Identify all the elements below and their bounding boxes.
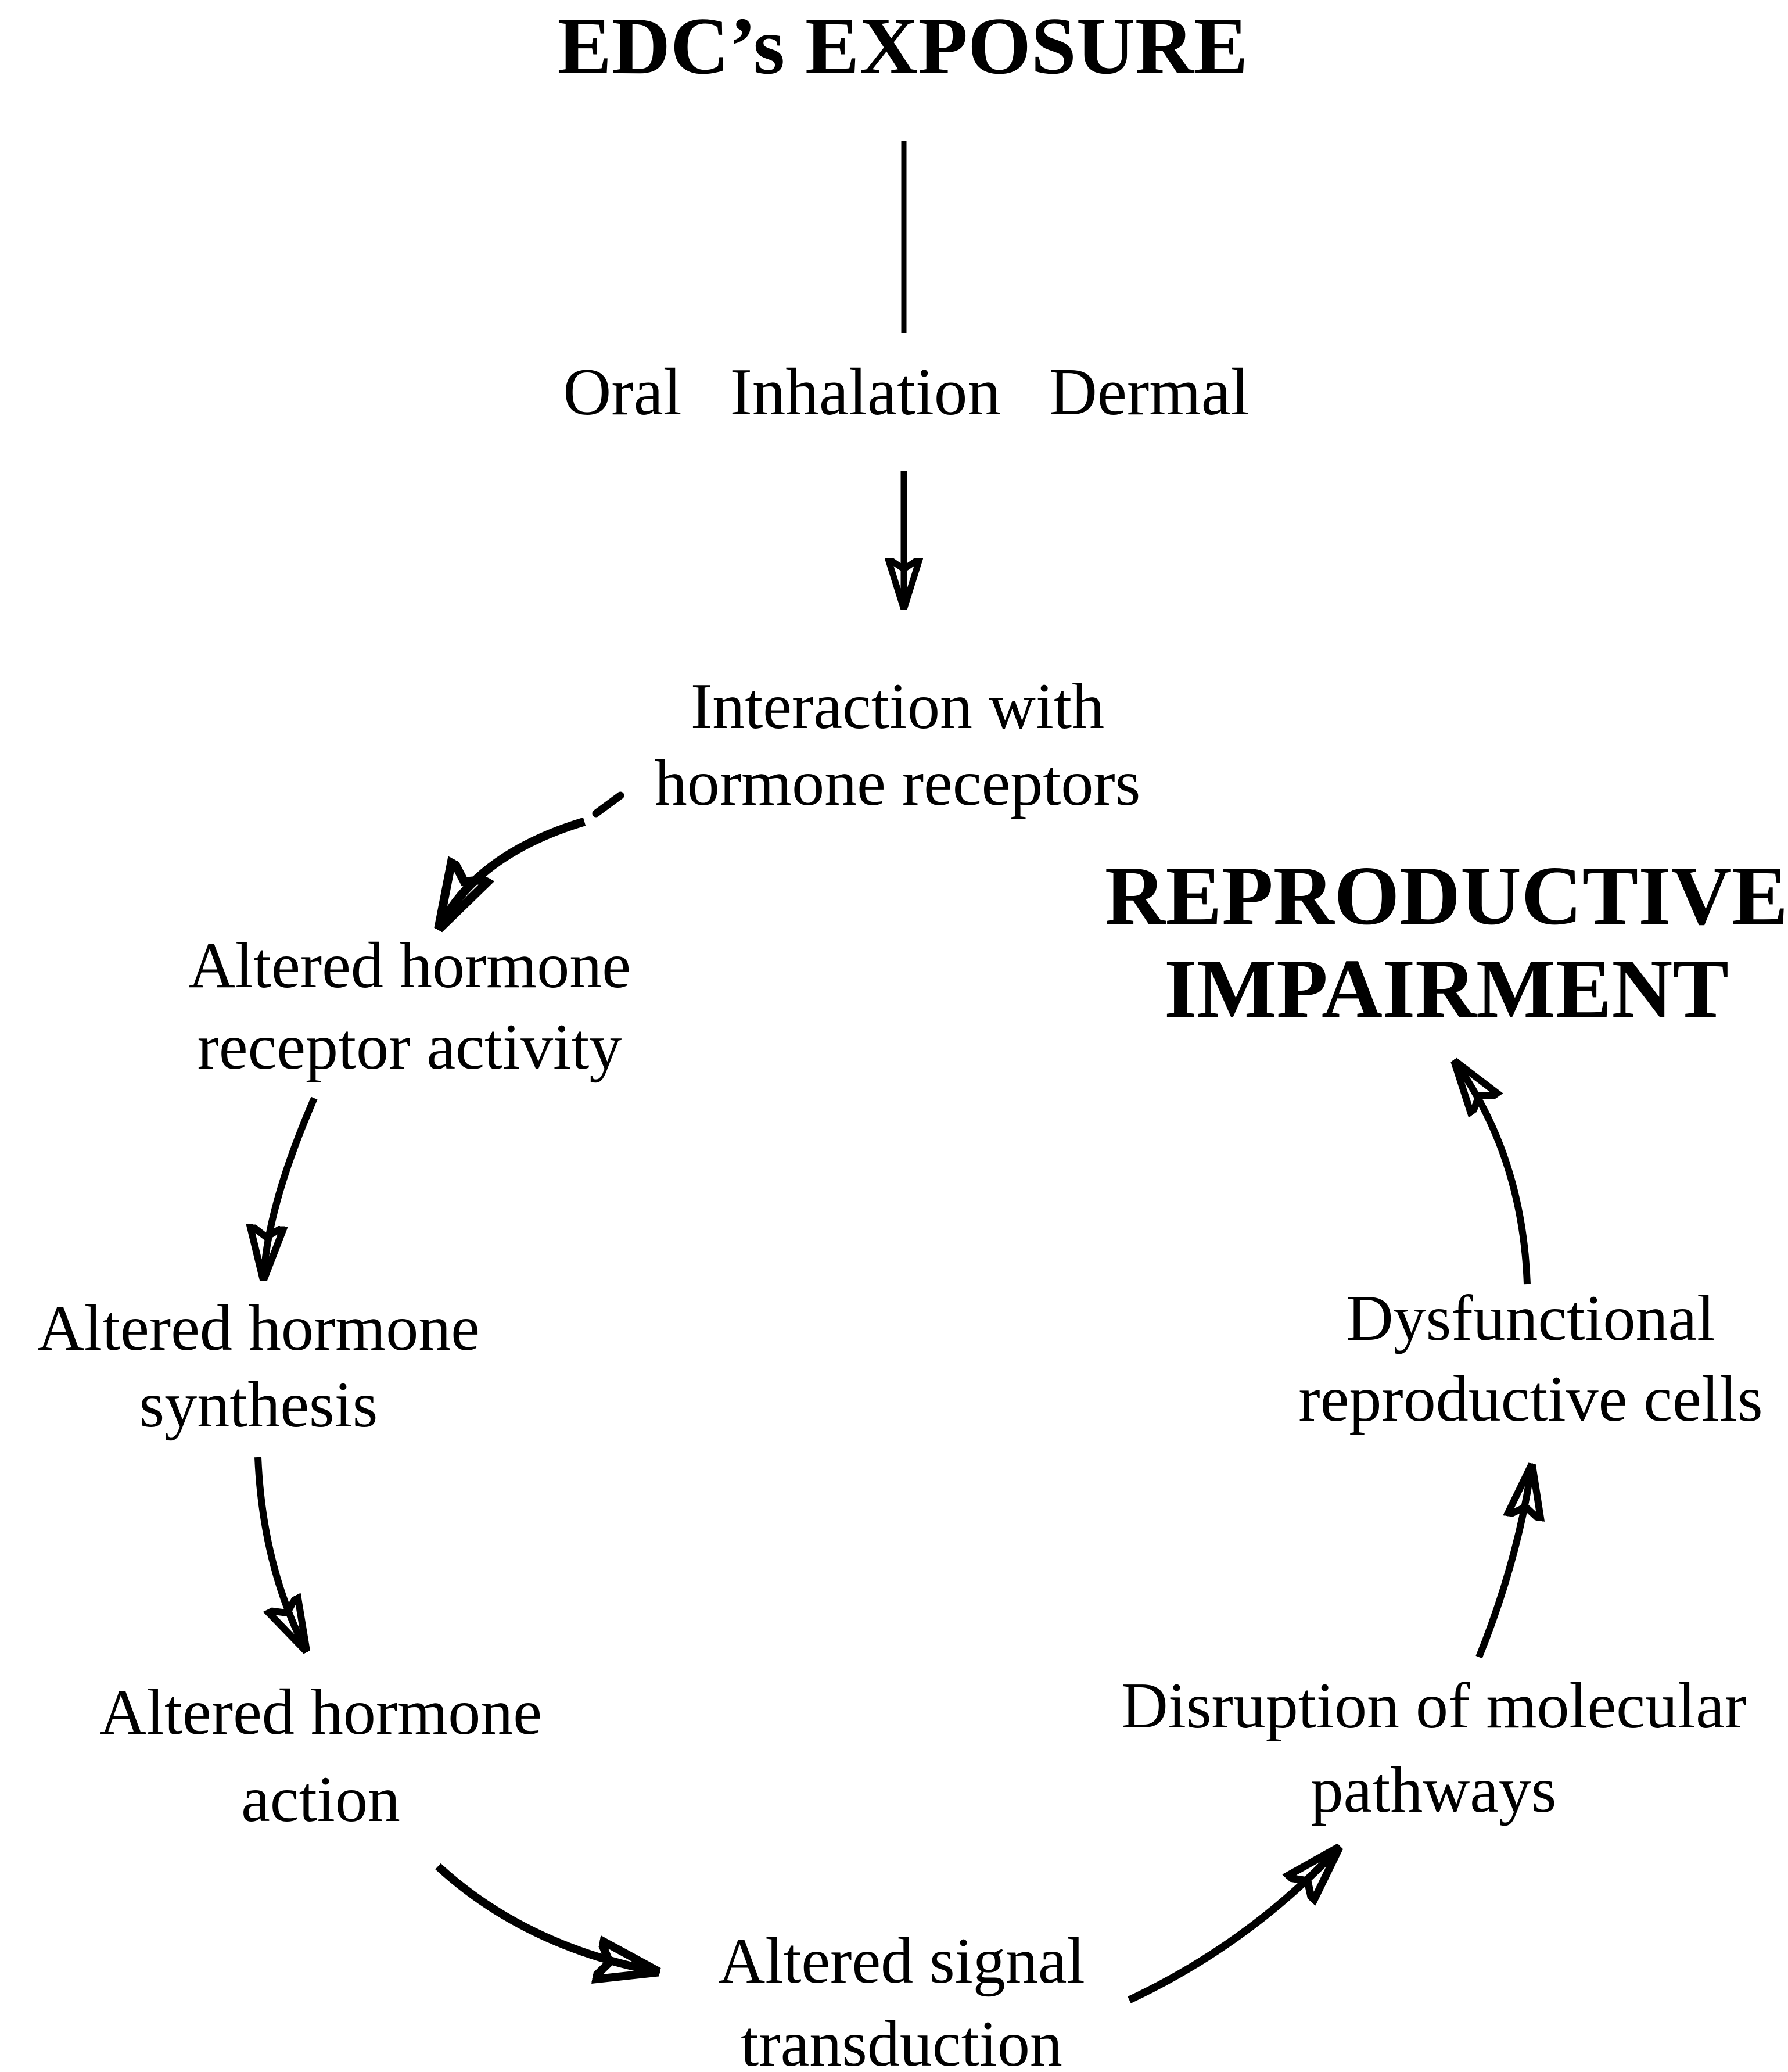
node-line: Dysfunctional [1346, 1282, 1715, 1354]
diagram-title: EDC’s EXPOSURE [557, 1, 1248, 91]
route-inhalation: Inhalation [730, 355, 1001, 429]
node-altered-hormone-action: Altered hormone action [99, 1669, 542, 1843]
node-disruption-of-molecular-pathways: Disruption of molecular pathways [1121, 1664, 1746, 1833]
arrow-disruption-to-dysfunctional-icon [1475, 1469, 1531, 1659]
node-altered-signal-transduction: Altered signal transduction [718, 1920, 1085, 2072]
node-interaction-with-hormone-receptors: Interaction with hormone receptors [655, 668, 1141, 822]
arrow-action-to-signal-icon [435, 1863, 654, 1971]
node-line: receptor activity [197, 1011, 622, 1083]
arrow-signal-to-disruption-icon [1128, 1851, 1336, 2003]
node-line: Interaction with [690, 671, 1105, 743]
node-line: REPRODUCTIVE [1104, 849, 1788, 942]
node-altered-hormone-receptor-activity: Altered hormone receptor activity [188, 925, 631, 1088]
node-line: hormone receptors [654, 747, 1141, 819]
node-line: synthesis [139, 1369, 378, 1441]
node-line: IMPAIRMENT [1164, 942, 1729, 1035]
node-line: Disruption of molecular [1121, 1670, 1747, 1742]
node-dysfunctional-reproductive-cells: Dysfunctional reproductive cells [1298, 1278, 1762, 1440]
route-oral: Oral [563, 355, 682, 429]
node-altered-hormone-synthesis: Altered hormone synthesis [37, 1290, 480, 1443]
arrow-interaction-to-receptor-dash [592, 791, 624, 818]
node-line: reproductive cells [1298, 1363, 1763, 1435]
node-reproductive-impairment: REPRODUCTIVE IMPAIRMENT [1105, 849, 1788, 1035]
arrow-synthesis-to-action-icon [254, 1457, 304, 1647]
exposure-routes: Oral Inhalation Dermal [563, 352, 1249, 432]
node-line: action [241, 1763, 400, 1836]
node-line: transduction [741, 2008, 1062, 2072]
node-line: Altered hormone [188, 930, 631, 1002]
arrow-dysfunctional-to-impairment-icon [1457, 1064, 1531, 1285]
node-line: Altered hormone [99, 1676, 542, 1748]
node-line: Altered hormone [37, 1292, 480, 1364]
route-dermal: Dermal [1049, 355, 1250, 429]
arrow-receptor-to-synthesis-icon [264, 1096, 318, 1275]
node-line: pathways [1311, 1754, 1557, 1826]
node-line: Altered signal [718, 1925, 1085, 1997]
arrow-interaction-to-receptor-icon [441, 817, 586, 924]
